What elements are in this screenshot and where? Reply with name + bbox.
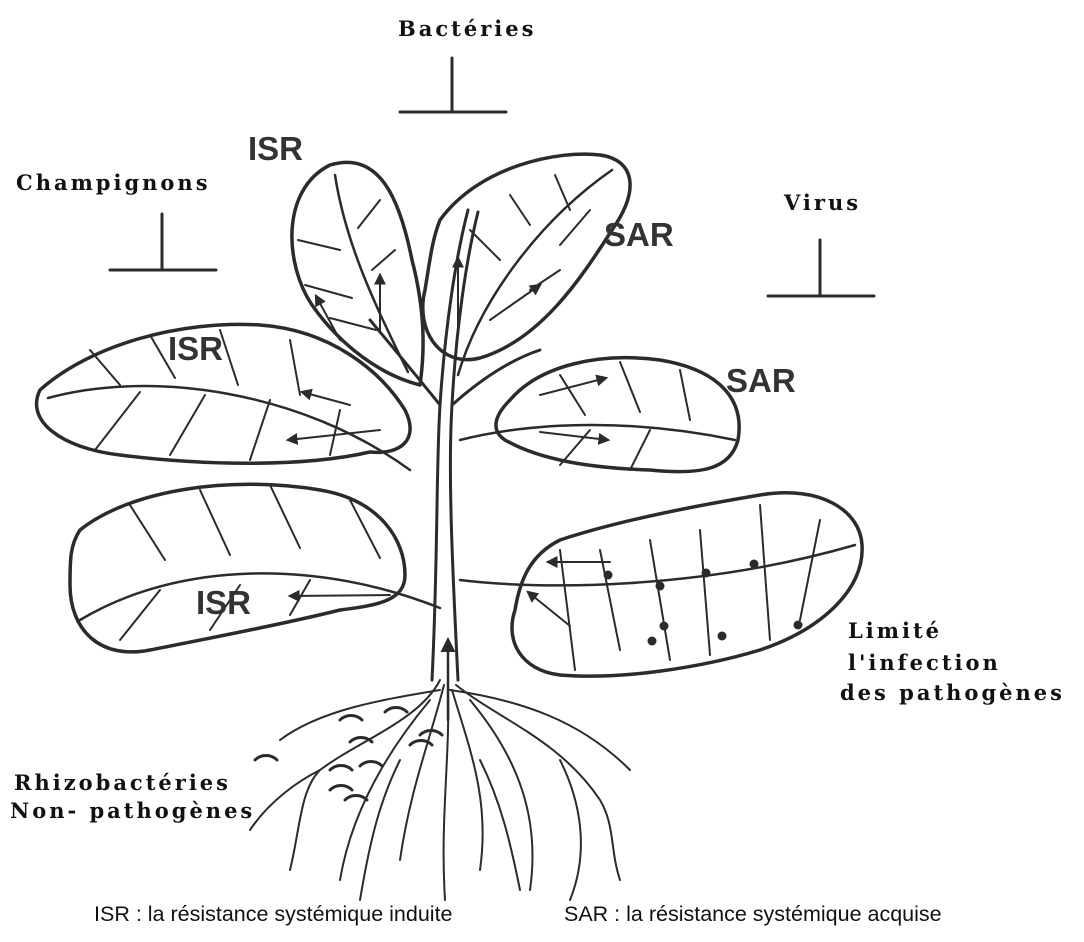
- legend-isr: ISR : la résistance systémique induite: [94, 902, 453, 927]
- isr-label-left-upper-leaf: ISR: [168, 330, 223, 368]
- leaf-top-sar: [423, 154, 630, 375]
- virus-label: Virus: [784, 190, 861, 215]
- rhizobacteria-line2: Non- pathogènes: [10, 798, 255, 823]
- fungi-label: Champignons: [16, 170, 211, 195]
- limit-infection-line2: l'infection: [848, 650, 1001, 675]
- legend-sar: SAR : la résistance systémique acquise: [564, 902, 942, 927]
- fungi-inhibition-symbol: [110, 214, 216, 270]
- limit-infection-line1: Limité: [848, 618, 942, 643]
- sar-label-right-leaf: SAR: [726, 362, 796, 400]
- leaf-left-lower-isr: [70, 484, 440, 652]
- leaf-right-sar: [460, 358, 739, 472]
- bacteria-inhibition-symbol: [400, 58, 506, 112]
- rhizobacteria-line1: Rhizobactéries: [14, 770, 231, 795]
- isr-label-left-lower-leaf: ISR: [196, 584, 251, 622]
- virus-inhibition-symbol: [768, 240, 874, 296]
- leaf-left-upper-isr: [37, 324, 411, 470]
- sar-label-top-leaf: SAR: [604, 216, 674, 254]
- leaf-top-isr: [292, 162, 423, 385]
- isr-label-top-leaf: ISR: [248, 130, 303, 168]
- bacteria-label: Bactéries: [398, 16, 536, 41]
- roots: [250, 680, 630, 900]
- infection-spots: [604, 560, 803, 646]
- leaf-infected: [460, 493, 862, 676]
- limit-infection-line3: des pathogènes: [840, 680, 1065, 705]
